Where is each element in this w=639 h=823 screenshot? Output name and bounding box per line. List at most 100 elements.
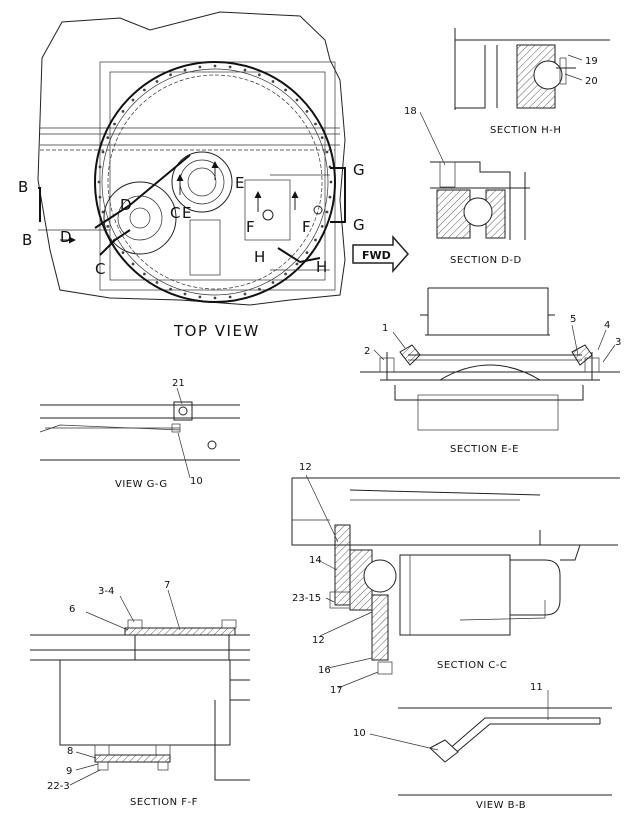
marker-c-mid: C: [170, 204, 180, 222]
bolt-hole: [121, 251, 125, 255]
marker-b-lower: B: [22, 231, 32, 249]
callout-3-4: 3-4: [98, 586, 114, 597]
bolt-hole: [183, 68, 187, 72]
bolt-hole: [121, 110, 125, 113]
bolt-hole: [314, 122, 317, 126]
bolt-hole: [106, 136, 110, 140]
section-ff: 3-4 7 6 8 9 22-3 SECTION F-F: [30, 580, 250, 808]
top-view: B B C C D D E E F F G G H H FWD TOP VIEW: [18, 11, 410, 340]
callout-5: 5: [570, 314, 576, 325]
callout-10: 10: [190, 476, 203, 487]
marker-e-left: E: [182, 204, 191, 222]
view-bb-caption: VIEW B-B: [476, 800, 526, 811]
bolt-hole: [228, 65, 232, 69]
ring-bolt-holes: [97, 64, 333, 300]
bolt-hole: [320, 225, 324, 228]
callout-12-lower: 12: [312, 635, 325, 646]
callout-1: 1: [382, 323, 388, 334]
marker-h-left: H: [254, 248, 265, 266]
callout-16: 16: [318, 665, 331, 676]
callout-14: 14: [309, 555, 322, 566]
bolt-hole: [155, 281, 159, 284]
bolt-hole: [143, 272, 146, 276]
bolt-hole: [113, 122, 116, 126]
bolt-hole: [305, 251, 309, 255]
callout-19: 19: [585, 56, 598, 67]
fwd-arrow-icon: FWD: [352, 235, 410, 273]
marker-h-right: H: [316, 258, 327, 276]
view-gg: 21 10 VIEW G-G: [39, 378, 240, 490]
callout-21: 21: [172, 378, 185, 389]
bolt-hole: [98, 165, 102, 169]
callout-10-bb: 10: [353, 728, 366, 739]
bolt-hole: [243, 68, 247, 72]
callout-8: 8: [67, 746, 73, 757]
bolt-hole: [131, 98, 135, 102]
callout-17: 17: [330, 685, 343, 696]
marker-d-left: D: [60, 228, 72, 246]
section-cc-caption: SECTION C-C: [437, 660, 507, 671]
bolt-hole: [213, 296, 217, 300]
bolt-hole: [155, 80, 159, 83]
section-ee: 1 2 5 4 3 SECTION E-E: [360, 287, 621, 455]
callout-7: 7: [164, 580, 170, 591]
bolt-hole: [169, 73, 173, 77]
section-hh-caption: SECTION H-H: [490, 125, 561, 136]
bolt-hole: [101, 210, 105, 214]
view-bb: 11 10 VIEW B-B: [353, 682, 612, 811]
marker-f-right: F: [302, 218, 311, 236]
marker-g-lower: G: [353, 216, 365, 234]
marker-f-left: F: [246, 218, 255, 236]
bolt-hole: [97, 180, 101, 184]
callout-12-upper: 12: [299, 462, 312, 473]
view-gg-caption: VIEW G-G: [115, 479, 168, 490]
fwd-label: FWD: [362, 249, 391, 262]
bolt-hole: [284, 88, 287, 92]
callout-9: 9: [66, 766, 72, 777]
bolt-hole: [284, 272, 287, 276]
bolt-hole: [305, 110, 309, 113]
bolt-hole: [328, 195, 332, 199]
callout-20: 20: [585, 76, 598, 87]
bolt-hole: [329, 180, 333, 184]
callout-23-15: 23-15: [292, 593, 321, 604]
section-hh: 19 20 SECTION H-H: [454, 28, 610, 136]
marker-e-right: E: [235, 174, 244, 192]
bolt-hole: [98, 195, 102, 199]
callout-3: 3: [615, 337, 621, 348]
bolt-hole: [325, 210, 329, 214]
bolt-hole: [198, 295, 202, 299]
bolt-hole: [183, 292, 187, 296]
section-ff-caption: SECTION F-F: [130, 797, 198, 808]
bolt-hole: [320, 136, 324, 140]
marker-c-left: C: [95, 260, 105, 278]
callout-11: 11: [530, 682, 543, 693]
callout-2: 2: [364, 346, 370, 357]
callout-22-3: 22-3: [47, 781, 70, 792]
callout-18: 18: [404, 106, 417, 117]
section-dd: 18 SECTION D-D: [404, 106, 530, 266]
bolt-hole: [228, 295, 232, 299]
bolt-hole: [271, 281, 275, 284]
bolt-hole: [131, 262, 135, 266]
section-cc: 12 14 23-15 12 16 17 SECTION C-C: [291, 462, 620, 696]
bolt-hole: [295, 98, 299, 102]
marker-b-upper: B: [18, 178, 28, 196]
bolt-hole: [198, 65, 202, 69]
bolt-hole: [143, 88, 146, 92]
bolt-hole: [213, 64, 217, 68]
bolt-hole: [169, 287, 173, 291]
bolt-hole: [325, 150, 329, 154]
callout-4: 4: [604, 320, 610, 331]
bolt-hole: [101, 150, 105, 154]
section-ee-caption: SECTION E-E: [450, 444, 519, 455]
bolt-hole: [314, 238, 317, 242]
bolt-hole: [243, 292, 247, 296]
bolt-hole: [258, 73, 261, 77]
bolt-hole: [271, 80, 275, 83]
bolt-hole: [106, 225, 110, 228]
section-dd-caption: SECTION D-D: [450, 255, 522, 266]
bolt-hole: [295, 262, 299, 266]
top-view-caption: TOP VIEW: [173, 322, 260, 340]
